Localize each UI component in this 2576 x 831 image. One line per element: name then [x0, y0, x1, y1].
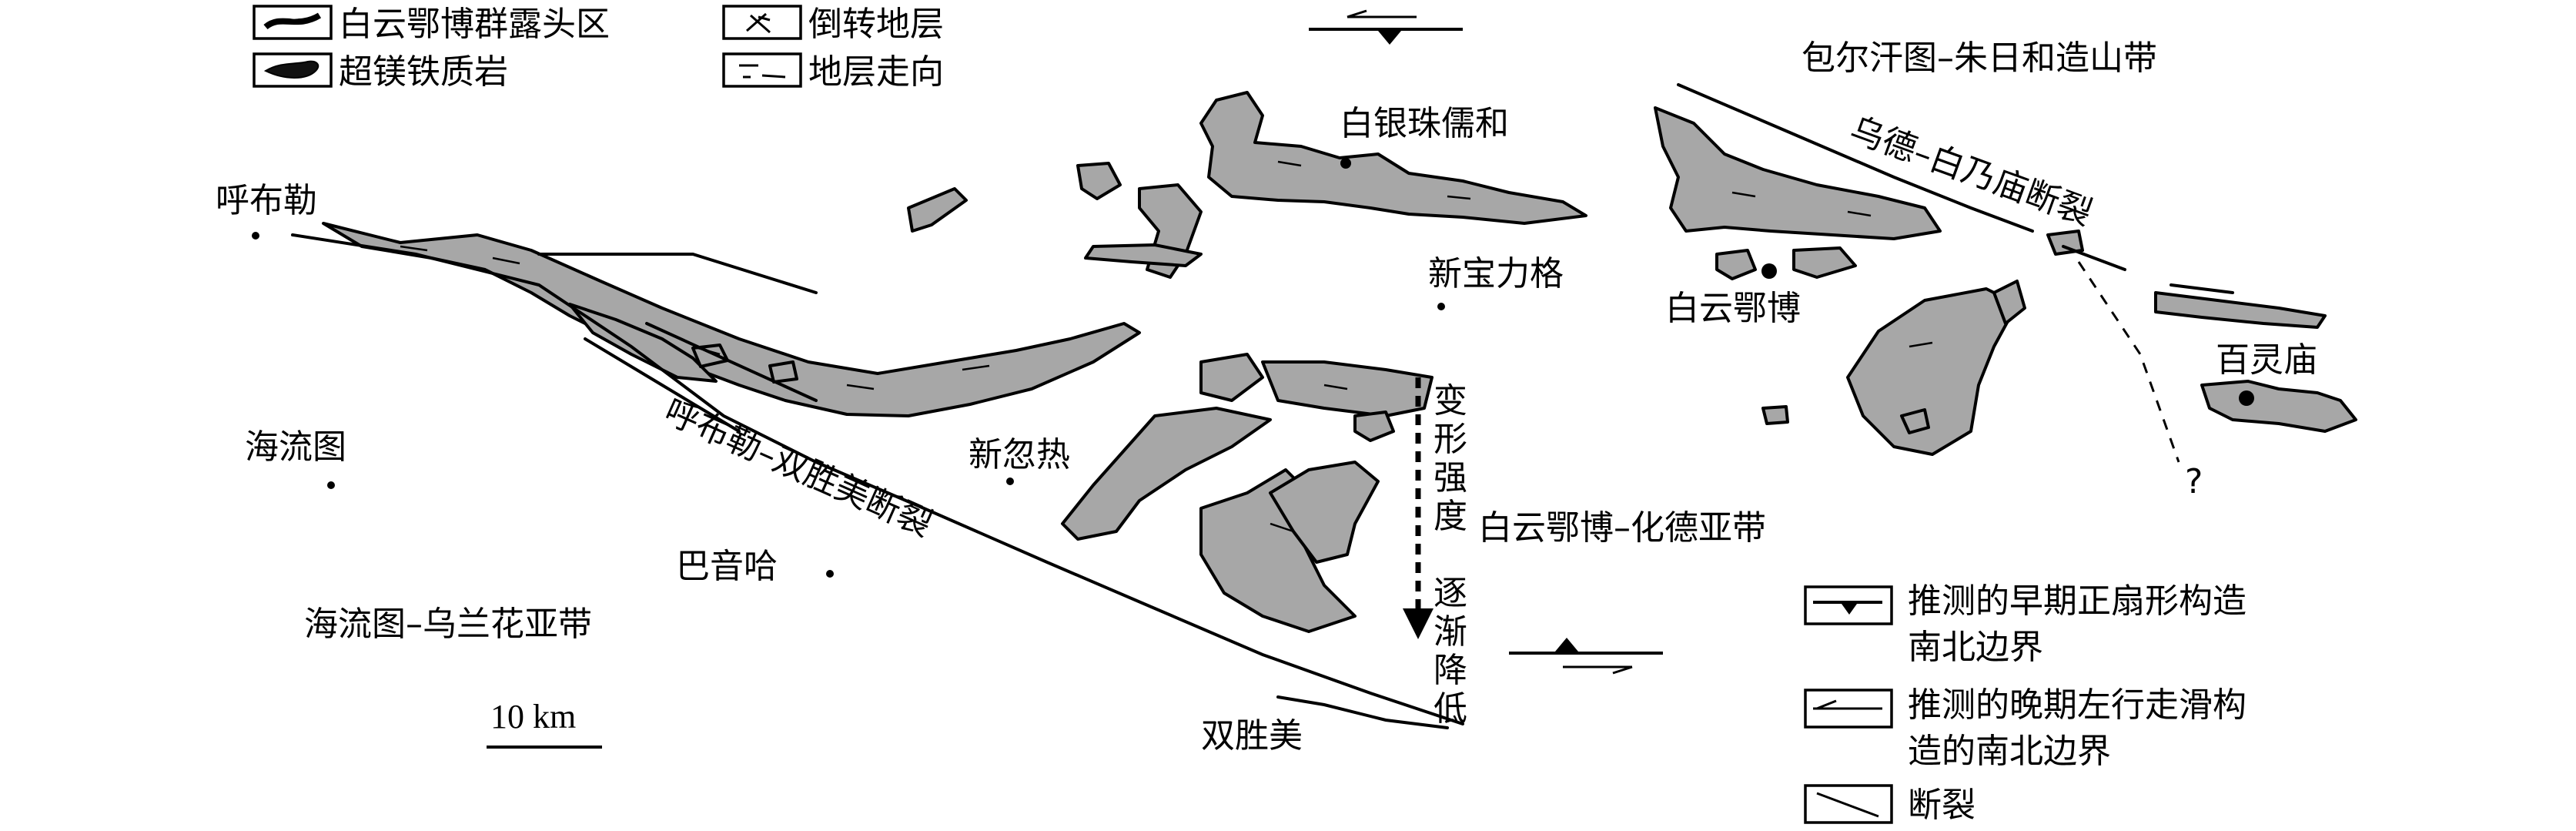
- deformation-text: 变 形 强 度 逐 渐 降 低: [1434, 381, 1467, 729]
- xinhure-point: [1006, 477, 1014, 485]
- legend-overturned-label: 倒转地层: [808, 5, 944, 44]
- region-baoerhantu-zhurihe: 包尔汗图–朱日和造山带: [1802, 39, 2157, 78]
- region-baiyunebo-huade: 白云鄂博–化德亚带: [1478, 508, 1766, 548]
- legend-ultramafic-label: 超镁铁质岩: [339, 52, 508, 92]
- wude-bainaimiao-fault-east-2: [2170, 283, 2234, 294]
- place-haliutu: 海流图: [245, 427, 346, 467]
- early-boundary-north-symbol: [1309, 9, 1463, 45]
- baiyunebo-point: [1761, 263, 1777, 279]
- legend-overturned-swatch: [722, 5, 802, 40]
- wude-bainaimiao-fault-east: [2062, 245, 2126, 271]
- outcrop-bailingmiao-small: [2046, 230, 2084, 256]
- place-xinhure: 新忽热: [969, 435, 1070, 474]
- haliutu-point: [327, 481, 335, 489]
- deform-char-6: 降: [1434, 651, 1467, 690]
- early-boundary-south-symbol: [1509, 638, 1663, 675]
- outcrop-baiyunebo-small-2: [1792, 246, 1857, 279]
- question-mark: ?: [2185, 462, 2203, 501]
- outcrop-central-west-2: [907, 187, 968, 233]
- inferred-fault-dashed: [2077, 261, 2180, 463]
- legend-late-boundary-line-1: 推测的晚期左行走滑构: [1908, 685, 2246, 725]
- legend-early-boundary-line-1: 推测的早期正扇形构造: [1908, 581, 2246, 621]
- deform-char-7: 低: [1434, 689, 1467, 729]
- bailingmiao-point: [2239, 390, 2254, 406]
- outcrop-areas: [322, 91, 2357, 633]
- place-hubule: 呼布勒: [216, 181, 317, 220]
- outcrop-sw-block: [1061, 407, 1272, 541]
- deform-char-2: 强: [1434, 458, 1467, 498]
- legend-fault-icon: [1816, 792, 1879, 818]
- deform-char-5: 渐: [1434, 612, 1467, 652]
- deformation-arrow: [1403, 377, 1434, 639]
- outcrop-sw-tiny: [1761, 405, 1789, 425]
- strike-marks: [400, 160, 1933, 533]
- outcrop-south-small: [1353, 410, 1395, 442]
- minor-fault-3: [537, 253, 818, 294]
- legend-early-boundary-line-2: 南北边界: [1908, 628, 2043, 667]
- xinbaolige-point: [1437, 303, 1445, 310]
- region-haliutu-wulanhua: 海流图–乌兰花亚带: [304, 605, 592, 644]
- legend-strike-icon: [739, 64, 786, 79]
- legend-strike-swatch: [722, 52, 802, 88]
- outcrop-west-belt-branch: [568, 303, 718, 383]
- outcrop-central-west-1: [1076, 162, 1122, 200]
- hubule-shuangshengmei-fault: [291, 233, 1464, 725]
- minor-fault-2: [645, 322, 818, 402]
- outcrop-central-strip: [1084, 243, 1203, 267]
- outcrop-south-block-2: [1269, 461, 1380, 564]
- place-baiyinzhuruhe: 白银珠儒和: [1340, 104, 1509, 143]
- scale-bar-label: 10 km: [490, 698, 576, 736]
- outcrop-east-round-lobe: [1992, 280, 2026, 325]
- legend-top: 白云鄂博群露头区 超镁铁质岩 倒转地层 地层走向: [253, 5, 944, 92]
- place-points: [252, 158, 2254, 578]
- legend-late-boundary-icon: [1816, 699, 1837, 710]
- place-xinbaolige: 新宝力格: [1428, 254, 1564, 293]
- minor-fault-1: [584, 337, 741, 433]
- outcrop-baiyunebo-north: [1654, 106, 1942, 240]
- legend-late-boundary-line-2: 造的南北边界: [1908, 732, 2111, 771]
- outcrop-south-block-1: [1199, 468, 1357, 633]
- place-bailingmiao: 百灵庙: [2216, 340, 2317, 380]
- legend-overturned-icon: [746, 12, 771, 32]
- legend-fault-label: 断裂: [1908, 786, 1975, 825]
- outcrop-west-belt: [322, 222, 1141, 417]
- faults: [291, 83, 2234, 729]
- deform-char-0: 变: [1434, 381, 1467, 421]
- legend-bottom: 推测的早期正扇形构造 南北边界 推测的晚期左行走滑构 造的南北边界 断裂: [1804, 581, 2246, 825]
- place-baiyunebo: 白云鄂博: [1665, 289, 1801, 328]
- deform-char-3: 度: [1434, 497, 1467, 536]
- outcrop-bailingmiao: [2200, 380, 2357, 433]
- outcrop-west-small-2: [768, 360, 798, 384]
- deform-char-4: 逐: [1434, 574, 1467, 613]
- outcrop-baiyunebo-small: [1715, 249, 1757, 280]
- outcrop-east-round: [1846, 287, 2019, 456]
- legend-early-boundary-icon: [1842, 604, 1857, 615]
- legend-outcrop-icon: [263, 12, 322, 30]
- outcrop-central-block-2: [1199, 353, 1264, 402]
- legend-ultramafic-icon: [263, 60, 319, 79]
- shuangshengmei-fault-segment: [1276, 695, 1449, 729]
- place-shuangshengmei: 双胜美: [1201, 716, 1303, 756]
- deform-char-1: 形: [1434, 420, 1467, 459]
- legend-outcrop-label: 白云鄂博群露头区: [339, 5, 610, 44]
- wude-bainaimiao-fault: [1677, 83, 2034, 233]
- hubule-point: [252, 232, 259, 240]
- legend-strike-label: 地层走向: [808, 52, 944, 92]
- scale-bar: 10 km: [487, 698, 602, 749]
- outcrop-far-east-small: [1900, 408, 1930, 434]
- bayinha-point: [826, 570, 834, 578]
- outcrop-bailingmiao-north: [2154, 291, 2327, 329]
- baiyinzhuruhe-point: [1340, 158, 1351, 169]
- outcrop-baiyinzhuruhe: [1199, 91, 1587, 225]
- place-bayinha: 巴音哈: [676, 547, 778, 586]
